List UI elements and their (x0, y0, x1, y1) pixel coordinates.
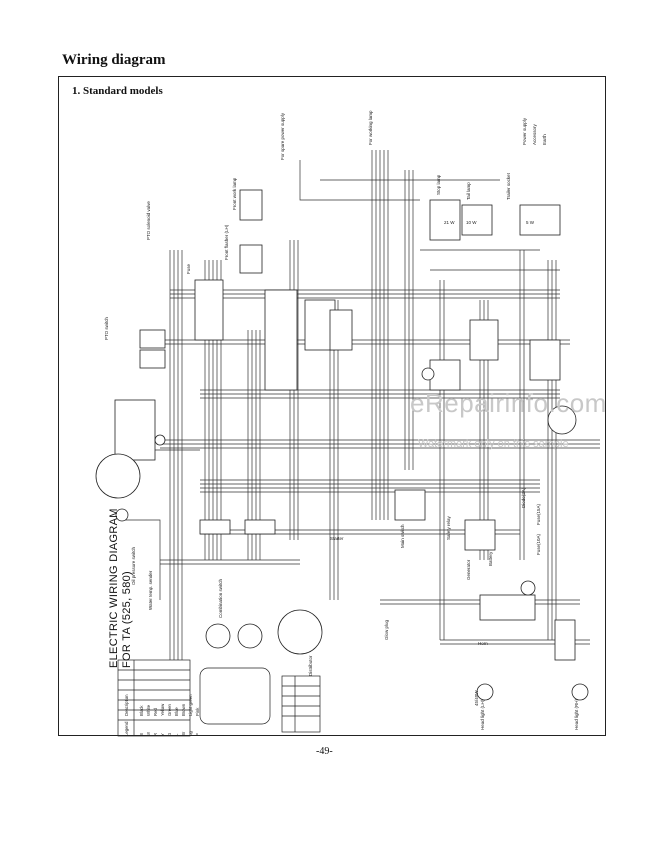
starter-label: Starter (330, 536, 344, 541)
legend-desc: Light green (188, 694, 193, 716)
legend-code: P (195, 733, 200, 736)
w10-label: 10 W (466, 220, 477, 225)
legend-desc: Pink (195, 707, 200, 716)
wire-color-legend: Legend Description B Black W White R Red… (124, 694, 200, 736)
legend-code: Y (160, 733, 165, 736)
spare-power-label: For spare power supply (280, 112, 285, 160)
oil-pressure-label: Oil pressure switch (131, 546, 136, 585)
page-title: Wiring diagram (62, 52, 166, 68)
legend-desc: Yellow (160, 703, 165, 716)
distributor-label: Distributor (308, 655, 313, 676)
rotated-title-line1: ELECTRIC WIRING DIAGRAM (108, 508, 120, 668)
fuse-label: Fuse (186, 263, 191, 274)
stop-lamp-label: Stop lamp (436, 174, 441, 195)
generator-label: Generator (466, 559, 471, 580)
legend-desc: Blue (174, 707, 179, 716)
legend-desc: Black (139, 705, 144, 716)
w5-label: 5 W (526, 220, 535, 225)
watermark-brand: eRepairinfo.com (410, 388, 607, 418)
working-lamp-label: For working lamp (368, 110, 373, 145)
legend-code: L (174, 733, 179, 736)
trailer-label: Trailer socket (506, 172, 511, 200)
battery-label: Battery (488, 551, 493, 566)
combination-switch-label: Combination switch (218, 578, 223, 618)
safety-relay-label: Safety relay (446, 515, 451, 540)
watermark-note: Watermark only on this sample (418, 438, 569, 450)
legend-code: B (139, 733, 144, 736)
fuse-15a-label: Fuse(15A) (536, 503, 541, 525)
legend-code: G (167, 732, 172, 736)
legend-code: W (146, 731, 151, 736)
front-work-lamp-label: Front work lamp (232, 177, 237, 210)
head-light-rh-label: Head light (RH) (574, 698, 579, 730)
diagram-rotated-title: ELECTRIC WIRING DIAGRAM FOR TA (525, 580… (108, 508, 134, 668)
legend-desc: White (146, 704, 151, 716)
legend-desc: Brown (181, 703, 186, 716)
section-title: 1. Standard models (72, 85, 163, 97)
page-number: -49- (316, 746, 333, 757)
legend-code: Br (181, 731, 186, 736)
legend-accessory-label: Accessory (532, 123, 537, 145)
main-switch-label: Main switch (400, 524, 405, 548)
w21-label: 21 W (444, 220, 455, 225)
tail-lamp-label: Tail lamp (466, 182, 471, 200)
pto-switch-label: PTO switch (104, 317, 109, 340)
horn-label: Horn (478, 641, 488, 646)
legend-code: R (153, 733, 158, 736)
diagram-frame (58, 76, 606, 736)
legend-desc: Green (167, 703, 172, 716)
bulb-rating-label: 45/40W (474, 690, 479, 706)
fuse-10a-label: Fuse(10A) (536, 533, 541, 555)
legend-header-desc: Description (124, 694, 129, 716)
legend-code: Lg (188, 731, 193, 736)
legend-earth-label: Earth (542, 134, 547, 145)
water-temp-label: Water temp. sender (148, 570, 153, 610)
glow-plug-label: Glow plug (384, 619, 389, 640)
legend-desc: Red (153, 708, 158, 716)
head-light-lh-label: Head light (LH) (480, 699, 485, 730)
legend-header-code: Legend (124, 721, 129, 736)
front-flasher-lh-label: Front flasher (LH) (224, 224, 229, 260)
pto-solenoid-label: PTO solenoid valve (146, 201, 151, 240)
rotated-title-line2: FOR TA (525, 580) (121, 570, 133, 668)
diode-label: Diode(2A) (521, 487, 526, 508)
legend-power-label: Power supply (522, 117, 527, 145)
